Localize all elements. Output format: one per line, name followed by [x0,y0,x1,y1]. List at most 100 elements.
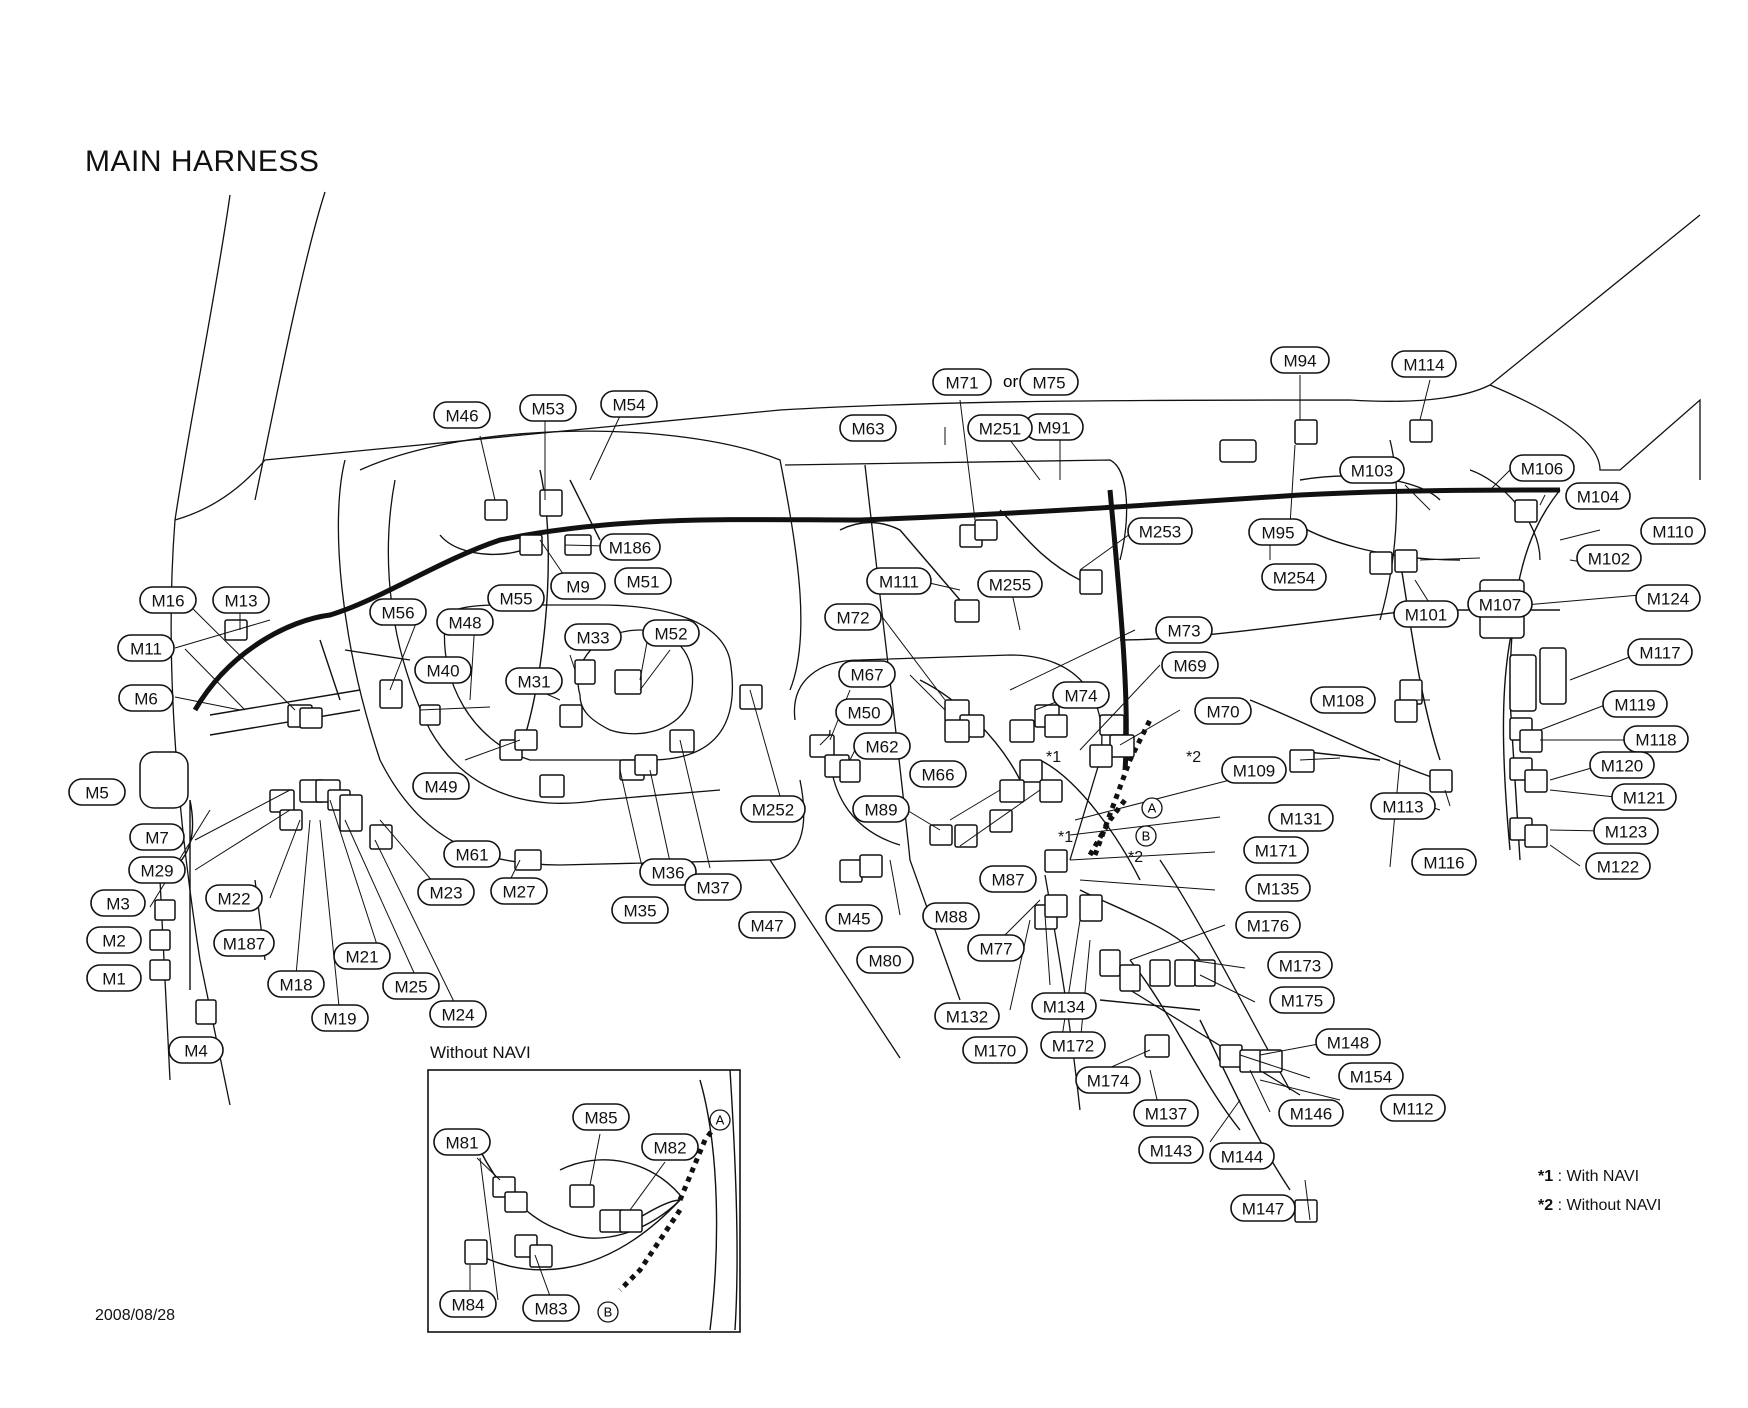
connector-label-text: M113 [1382,798,1423,817]
connector-label-frame [835,698,893,726]
connector-label-text: M144 [1221,1148,1264,1167]
connector-label-text: M80 [868,952,901,971]
connector-label-frame [213,929,275,957]
connector-label-frame [436,608,494,636]
connector-label-frame [1640,517,1706,545]
connector-label-m51: M51 [614,567,672,595]
connector-label-frame [1230,1194,1296,1222]
connector-label-m101: M101 [1393,600,1459,628]
connector-label-m132: M132 [934,1002,1000,1030]
connector-label-frame [932,368,992,396]
connector-label-m137: M137 [1133,1099,1199,1127]
connector-label-m253: M253 [1127,517,1193,545]
connector-label-text: M6 [134,690,158,709]
connector-label-m172: M172 [1040,1031,1106,1059]
connector-label-frame [866,567,932,595]
connector-label-m27: M27 [490,877,548,905]
connector-label-m53: M53 [519,394,577,422]
connector-label-m104: M104 [1565,482,1631,510]
connector-label-m95: M95 [1248,518,1308,546]
connector-label-frame [922,902,980,930]
connector-label-m122: M122 [1585,852,1651,880]
legend: *1 : With NAVI *2 : Without NAVI [1538,1162,1661,1220]
connector-label-frame [333,942,391,970]
connector-label-frame [118,684,174,712]
connector-label-frame [86,926,142,954]
connector-label-text: M94 [1283,352,1316,371]
connector-label-frame [1467,590,1533,618]
inset-circle-b: B [604,1305,613,1320]
connector-label-frame [1391,350,1457,378]
connector-label-text: M118 [1635,731,1676,750]
connector-label-frame [117,634,175,662]
connector-label-m54: M54 [600,390,658,418]
connector-label-frame [1380,1094,1446,1122]
connector-label-m118: M118 [1623,725,1689,753]
connector-label-frame [611,896,669,924]
connector-label-m82: M82 [641,1133,699,1161]
connector-label-text: M2 [102,932,126,951]
connector-label-m49: M49 [412,772,470,800]
connector-label-m84: M84 [439,1290,497,1318]
connector-label-text: M111 [879,573,919,592]
connector-label-text: M170 [974,1042,1017,1061]
connector-label-text: M122 [1597,858,1640,877]
connector-label-text: M40 [426,662,459,681]
connector-label-frame [1310,686,1376,714]
connector-label-text: M253 [1139,523,1182,542]
page-title: MAIN HARNESS [85,145,320,178]
connector-label-frame [68,778,126,806]
connector-label-text: M176 [1247,917,1290,936]
connector-label-text: M120 [1601,757,1644,776]
connector-label-frame [439,1290,497,1318]
connector-label-m171: M171 [1243,836,1309,864]
connector-label-m106: M106 [1509,454,1575,482]
connector-label-text: M51 [626,573,659,592]
connector-label-text: M109 [1233,762,1276,781]
connector-label-m120: M120 [1589,751,1655,779]
connector-label-frame [1052,681,1110,709]
connector-label-text: M16 [151,592,184,611]
connector-label-m146: M146 [1278,1099,1344,1127]
connector-label-text: M173 [1279,957,1322,976]
date-label: 2008/08/28 [95,1307,176,1324]
connector-label-m46: M46 [433,401,491,429]
connector-label-frame [825,904,883,932]
connector-label-m13: M13 [212,586,270,614]
connector-label-m7: M7 [129,823,185,851]
connector-label-text: M154 [1350,1068,1393,1087]
connector-label-m75: M75 [1019,368,1079,396]
connector-label-text: M135 [1257,880,1300,899]
connector-label-m108: M108 [1310,686,1376,714]
connector-label-text: M107 [1479,596,1522,615]
connector-label-m37: M37 [684,873,742,901]
connector-label-frame [212,586,270,614]
connector-label-frame [1138,1136,1204,1164]
connector-label-frame [412,772,470,800]
connector-label-text: M56 [381,604,414,623]
connector-label-text: M87 [991,871,1024,890]
connector-label-frame [519,394,577,422]
connector-label-m74: M74 [1052,681,1110,709]
connector-label-m109: M109 [1221,756,1287,784]
connector-label-text: M9 [566,578,590,597]
connector-label-frame [382,972,440,1000]
connector-label-text: M175 [1281,992,1324,1011]
legend-item-2: *2 : Without NAVI [1538,1191,1661,1220]
connector-label-m187: M187 [213,929,275,957]
connector-label-m66: M66 [909,760,967,788]
connector-label-text: M114 [1403,356,1444,375]
connector-label-frame [1338,1062,1404,1090]
connector-label-m2: M2 [86,926,142,954]
connector-label-text: M84 [451,1296,484,1315]
connector-label-m147: M147 [1230,1194,1296,1222]
connector-label-frame [1161,651,1219,679]
connector-label-text: M23 [429,884,462,903]
connector-label-text: M147 [1242,1200,1285,1219]
connector-label-m25: M25 [382,972,440,1000]
marker-star2-b: *2 [1128,849,1143,866]
connector-label-frame [128,856,186,884]
legend-mark-1: *1 [1538,1168,1554,1185]
connector-label-frame [417,878,475,906]
connector-label-text: M117 [1639,644,1680,663]
